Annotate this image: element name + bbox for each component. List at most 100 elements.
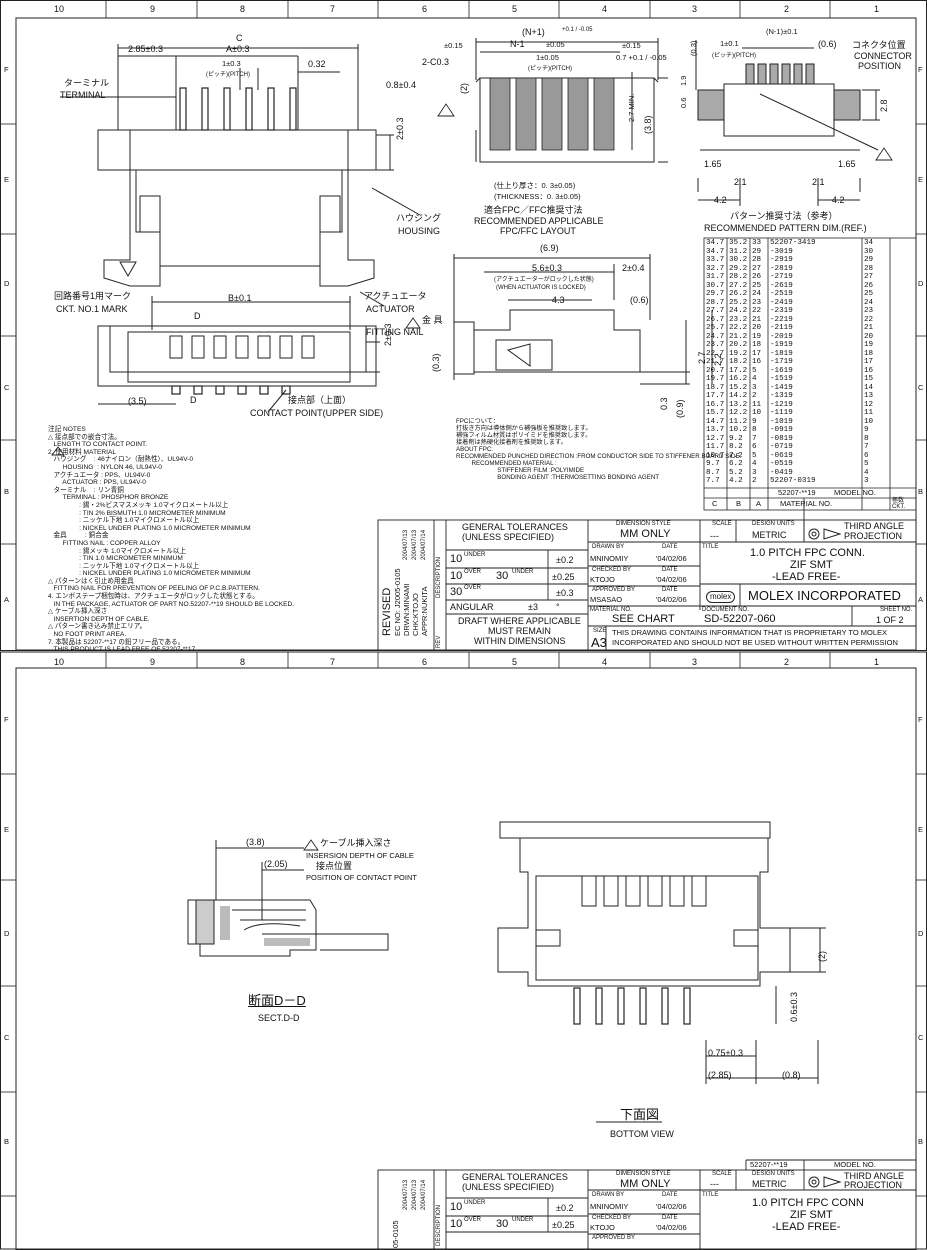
dim-d2: D	[190, 395, 197, 405]
side-dim-06: (0.6)	[630, 295, 649, 305]
zone-row-bottom: 10 9 8 7 6 5 4 3 2 1	[8, 655, 919, 669]
chart-hdr-c: C	[712, 499, 718, 508]
chart-cell: 27.7	[706, 307, 725, 315]
chart-cell: 19.7	[706, 375, 725, 383]
fpc-dim-27: 2.7 MIN.	[627, 93, 636, 122]
dim-a: A±0.3	[226, 44, 250, 54]
pat-dim-28: 2.8	[879, 99, 889, 112]
conn-pos-en1: CONNECTOR	[854, 51, 912, 61]
chart-cell: -2619	[770, 281, 793, 290]
pat-dim-06b: 0.6	[679, 97, 688, 108]
chart-cell: 13	[864, 392, 874, 400]
tb2-drawn-by-label: DRAWN BY	[592, 1192, 625, 1198]
bottom-view-geometry-1	[97, 296, 380, 413]
pat-dim-1: 1±0.1	[720, 39, 739, 48]
chart-cell: 26.2	[729, 290, 748, 298]
rev-date-1: 2004/07/13	[403, 529, 409, 560]
side-dim-03: (0.3)	[431, 353, 441, 372]
chart-cell: 13.2	[729, 400, 748, 409]
rev-date-2: 2004/07/13	[412, 529, 418, 560]
chart-cell: 28	[752, 256, 762, 264]
title-block-lines	[377, 498, 917, 651]
chart-cell: -3019	[770, 247, 793, 256]
pat-dim-19: 1.9	[679, 75, 688, 86]
tol1-b: UNDER	[464, 552, 486, 558]
chart-hdr-b: B	[736, 499, 742, 508]
tb2-tol2-v: ±0.25	[552, 1220, 575, 1230]
chart-cell: 34	[864, 239, 874, 247]
actuator-en: ACTUATOR	[366, 304, 415, 314]
chart-cell: 11.2	[729, 417, 748, 426]
pattern-title-en: RECOMMENDED PATTERN DIM.(REF.)	[704, 223, 867, 233]
tb2-gt-title1: GENERAL TOLERANCES	[462, 1172, 568, 1182]
fpc-dim-n-1-tol: ±0.05	[546, 40, 565, 49]
chart-cell: -0419	[770, 468, 793, 477]
chart-cell: 26	[864, 281, 874, 290]
fpc-dim-pitch: 1±0.05	[536, 53, 559, 62]
zone-row-label: B	[4, 1137, 10, 1146]
tb2-dim-style: DIMENSION STYLE	[616, 1171, 671, 1177]
chart-cell: 3	[752, 383, 757, 392]
zone-col-label: 3	[692, 4, 698, 14]
chart-cell: 31.7	[706, 273, 725, 281]
tol2-v: ±0.25	[552, 572, 575, 582]
conn-pos-jp: コネクタ位置	[852, 40, 906, 50]
zone-row-label: A	[918, 595, 924, 604]
checked-by-label: CHECKED BY	[592, 567, 632, 573]
zone-row-label: E	[918, 825, 924, 834]
chart-cell: 12	[864, 400, 874, 409]
tol3-v: ±0.3	[556, 588, 574, 598]
chart-cell: -2919	[770, 256, 793, 264]
chart-cell: 17.7	[706, 392, 725, 400]
fitting-nail-en: FITTING NAIL	[366, 327, 424, 337]
chart-cell: -1119	[770, 409, 793, 417]
rev-ec: EC NO: J2005-0105	[393, 568, 402, 636]
pat-dim-03: (0.3)	[689, 40, 698, 56]
contact-pos-jp: 接点位置	[316, 861, 353, 871]
zone-col-label: 1	[874, 657, 880, 667]
chart-cell: 22	[752, 307, 762, 315]
rev-chk: CHK:KTOJO	[411, 593, 420, 636]
chart-cell: 18	[752, 341, 762, 349]
chart-cell: 5	[752, 451, 757, 460]
chart-cell: 20.2	[729, 341, 748, 349]
chart-cell: -1719	[770, 358, 793, 366]
chart-cell: 52207-0319	[770, 477, 816, 485]
fpc-dim-2c: 2-C0.3	[422, 57, 450, 67]
ckt-mark-en: CKT. NO.1 MARK	[56, 304, 128, 314]
chart-cell: 19.2	[729, 349, 748, 358]
fpc-dim-2: (2)	[459, 83, 469, 94]
document-no: SD-52207-060	[704, 613, 776, 625]
dim-0-8: 0.8±0.4	[386, 80, 416, 90]
fpc-dim-38: (3.8)	[643, 115, 653, 134]
chart-cell: 31.2	[729, 247, 748, 256]
molex-logo: molex	[706, 591, 736, 603]
top-view-geometry	[60, 44, 421, 307]
material-no: SEE CHART	[612, 613, 675, 625]
chart-cell: 2	[752, 477, 757, 485]
pattern-geometry	[695, 40, 880, 206]
zone-col-label: 9	[150, 4, 156, 14]
chart-cell: 33.7	[706, 256, 725, 264]
drawn-by: MNINOMIY	[590, 554, 629, 563]
zone-row-label: B	[4, 487, 10, 496]
dim-1: 1±0.3	[222, 59, 241, 68]
rev-date-3: 2004/07/14	[421, 529, 427, 560]
fpc-dim-n1-tol: +0.1 / -0.05	[562, 27, 593, 33]
chart-cell: 17.2	[729, 366, 748, 375]
third-angle-2: PROJECTION	[844, 531, 903, 541]
side-dim-43: 4.3	[552, 295, 565, 305]
document-no-label: DOCUMENT NO.	[702, 607, 749, 613]
zone-row-label: D	[918, 929, 924, 938]
chart-cell: 9.7	[706, 460, 720, 468]
bv-dim-285: (2.85)	[708, 1070, 732, 1080]
angular-label: ANGULAR	[450, 602, 494, 612]
zone-col-label: 8	[240, 657, 246, 667]
bv-dim-06: 0.6±0.3	[789, 992, 799, 1022]
angular-value: ±3	[528, 602, 538, 612]
chart-cell: 12.2	[729, 409, 748, 417]
fpc-notes: FPCについて： 打抜き方向は導体側から補強板を推奨致します。 補強フィルム材質…	[456, 418, 742, 481]
chart-cell: 21.7	[706, 358, 725, 366]
chart-cell: 30.2	[729, 256, 748, 264]
chart-cell: -2319	[770, 307, 793, 315]
